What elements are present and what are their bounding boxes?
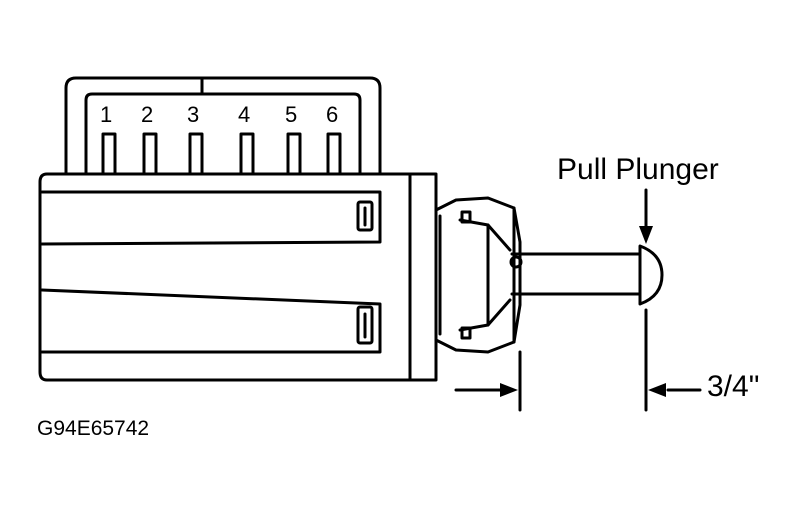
pin-terminal-2 [142, 132, 158, 176]
shaft-pivot [509, 255, 523, 269]
housing-tab-lower [460, 326, 472, 340]
pin-number-2: 2 [141, 102, 154, 127]
pin-number-1: 1 [100, 102, 113, 127]
upper-latch [356, 200, 374, 232]
housing-clip-upper [458, 218, 512, 252]
upper-groove [40, 190, 382, 246]
lower-groove [40, 288, 382, 354]
dimension-arrow-left [500, 383, 518, 397]
pull-plunger-label: Pull Plunger [557, 153, 719, 186]
pin-number-4: 4 [238, 102, 251, 127]
housing-tab-upper [460, 210, 472, 224]
pin-terminal-4 [239, 132, 255, 176]
plunger-head [638, 244, 664, 306]
pin-number-6: 6 [326, 102, 339, 127]
dimension-arrow-right [648, 383, 666, 397]
switch-body [38, 172, 438, 382]
plunger-housing [434, 196, 522, 354]
pin-number-5: 5 [285, 102, 298, 127]
pull-arrow-head [639, 226, 653, 244]
lower-latch [356, 305, 374, 345]
pin-terminal-5 [286, 132, 302, 176]
connector-hood [64, 76, 382, 176]
pin-terminal-6 [326, 132, 342, 176]
figure-code: G94E65742 [37, 417, 150, 440]
terminal-pins [101, 132, 342, 176]
hood-inner [84, 92, 362, 176]
housing-clip-lower [458, 298, 512, 332]
pin-terminal-1 [101, 132, 117, 176]
measurement-label: 3/4" [707, 370, 760, 403]
plunger-shaft [510, 252, 642, 296]
pin-terminal-3 [188, 132, 204, 176]
pin-number-3: 3 [187, 102, 200, 127]
